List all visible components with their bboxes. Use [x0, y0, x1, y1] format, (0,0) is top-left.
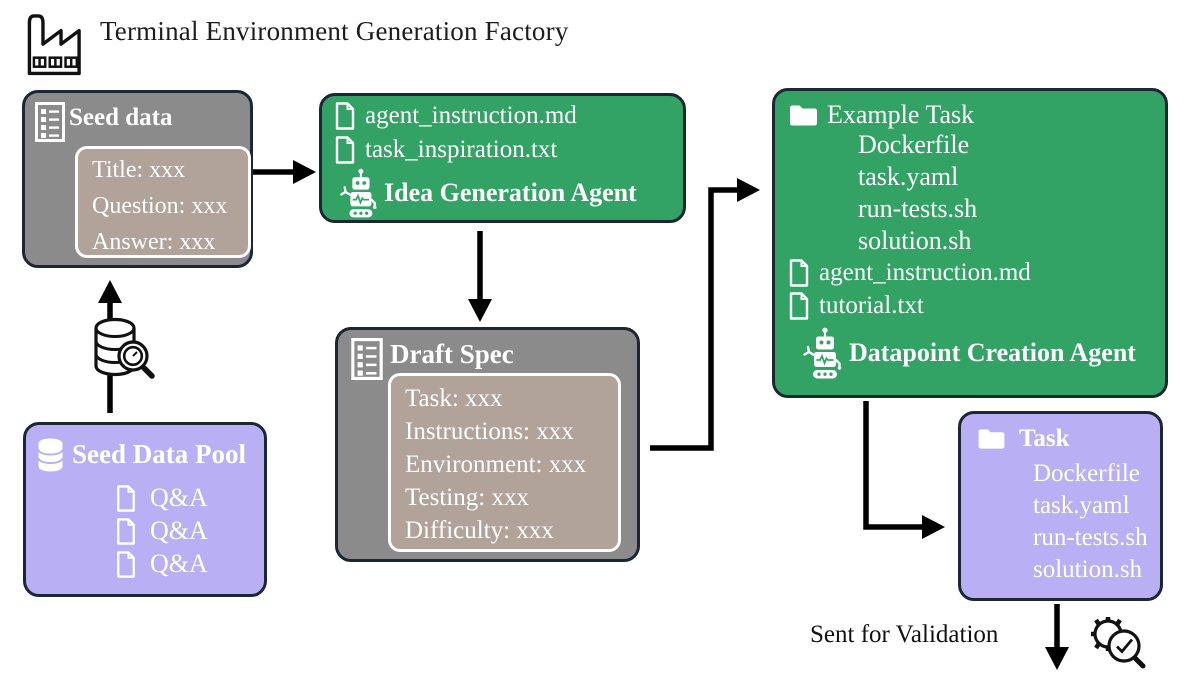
task-file-runtests: run-tests.sh: [1033, 524, 1148, 551]
draft-spec-fields-card: Task: xxx Instructions: xxx Environment:…: [388, 373, 621, 552]
task-file-taskyaml: task.yaml: [1033, 492, 1130, 519]
arrow-draft-to-example: [650, 178, 760, 451]
draft-field-testing: Testing: xxx: [405, 484, 529, 511]
seed-field-title: Title: xxx: [92, 157, 186, 183]
file-icon: [789, 292, 809, 320]
seed-data-pool-box: Seed Data Pool Q&A Q&A Q&A: [23, 422, 267, 597]
example-task-folder-label: Example Task: [827, 100, 975, 129]
example-file-runtests: run-tests.sh: [858, 194, 978, 223]
draft-spec-title: Draft Spec: [390, 339, 514, 369]
file-icon: [117, 550, 135, 578]
example-file-taskyaml: task.yaml: [858, 162, 959, 191]
file-icon: [117, 517, 135, 545]
seed-pool-title: Seed Data Pool: [72, 439, 246, 469]
database-icon: [37, 438, 64, 472]
qa-item-3: Q&A: [150, 549, 208, 578]
file-icon: [789, 259, 809, 287]
task-file-dockerfile: Dockerfile: [1033, 460, 1140, 487]
robot-icon: [803, 327, 842, 379]
seed-data-box: Seed data Title: xxx Question: xxx Answe…: [22, 90, 253, 268]
task-file-solution: solution.sh: [1033, 556, 1143, 583]
file-icon: [117, 484, 135, 512]
example-file-solution: solution.sh: [858, 226, 972, 255]
seed-data-title: Seed data: [69, 104, 173, 131]
page-title: Terminal Environment Generation Factory: [100, 16, 569, 46]
database-search-icon: [94, 317, 155, 379]
task-folder-label: Task: [1019, 425, 1070, 452]
idea-agent-box: agent_instruction.md task_inspiration.tx…: [319, 93, 686, 223]
validation-label: Sent for Validation: [810, 621, 999, 648]
draft-field-instructions: Instructions: xxx: [405, 418, 574, 445]
seed-data-fields-card: Title: xxx Question: xxx Answer: xxx: [75, 146, 251, 258]
seed-field-question: Question: xxx: [92, 193, 228, 219]
qa-item-1: Q&A: [150, 483, 208, 512]
file-icon: [335, 136, 355, 164]
idea-file-2: task_inspiration.txt: [365, 136, 558, 163]
datapoint-agent-label: Datapoint Creation Agent: [849, 338, 1136, 367]
draft-spec-box: Draft Spec Task: xxx Instructions: xxx E…: [335, 327, 640, 562]
idea-agent-label: Idea Generation Agent: [384, 178, 637, 207]
example-extra-file-2: tutorial.txt: [819, 292, 924, 319]
qa-item-2: Q&A: [150, 516, 208, 545]
idea-file-1: agent_instruction.md: [365, 102, 577, 129]
example-task-box: Example Task Dockerfile task.yaml run-te…: [772, 88, 1168, 398]
draft-field-difficulty: Difficulty: xxx: [405, 517, 554, 544]
draft-field-environment: Environment: xxx: [405, 451, 587, 478]
folder-icon: [978, 429, 1005, 449]
checklist-icon: [35, 102, 65, 142]
task-box: Task Dockerfile task.yaml run-tests.sh s…: [958, 411, 1163, 601]
example-file-dockerfile: Dockerfile: [858, 130, 970, 159]
robot-icon: [340, 168, 377, 218]
arrow-example-to-task: [863, 401, 945, 539]
example-extra-file-1: agent_instruction.md: [819, 259, 1031, 286]
file-icon: [335, 102, 355, 130]
seed-field-answer: Answer: xxx: [92, 229, 216, 255]
gear-check-search-icon: [1091, 617, 1146, 669]
factory-icon: [27, 14, 81, 76]
folder-icon: [790, 105, 817, 125]
draft-field-task: Task: xxx: [405, 385, 503, 412]
checklist-icon: [351, 338, 383, 380]
